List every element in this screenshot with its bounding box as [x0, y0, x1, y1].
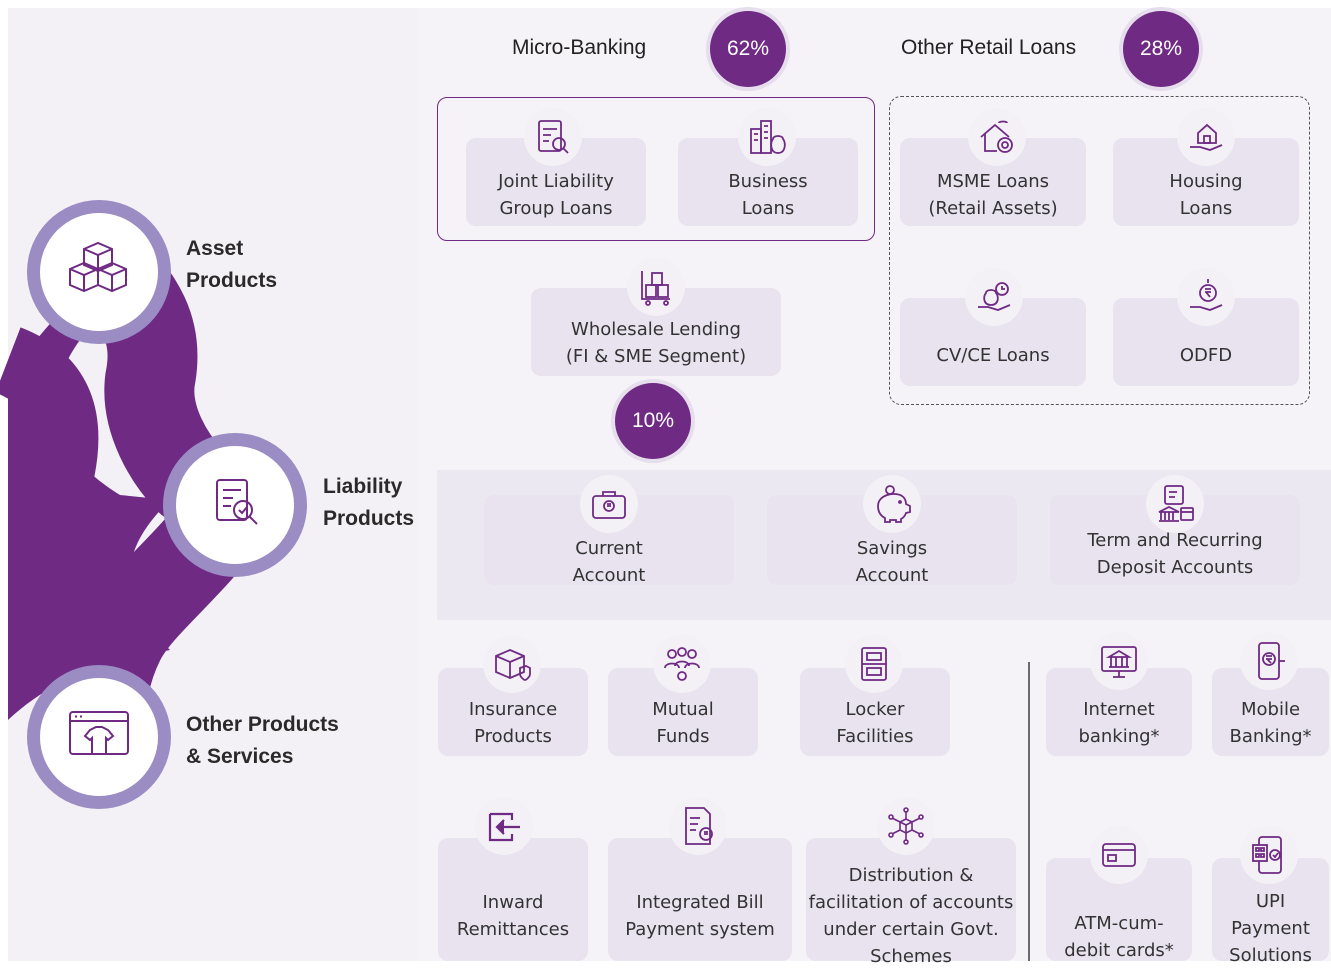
buildings-money-bag-icon: [738, 108, 796, 166]
card-cv-ce-loans: CV/CE Loans: [900, 298, 1086, 386]
bill-rupee-icon: [669, 797, 727, 855]
piggy-bank-icon: [863, 475, 921, 533]
vertical-divider: [1028, 662, 1030, 961]
micro-banking-title: Micro-Banking: [512, 36, 647, 59]
category-liability-label: Liability Products: [323, 471, 414, 535]
card-icon: [1090, 826, 1148, 884]
category-asset-line2: Products: [186, 269, 278, 292]
other-circle: [40, 678, 158, 796]
other-retail-percent-badge: 28%: [1123, 11, 1199, 87]
briefcase-rupee-icon: [580, 475, 638, 533]
category-liability-line2: Products: [323, 507, 415, 530]
document-search-icon: [524, 108, 582, 166]
category-other-line2: & Services: [186, 745, 294, 768]
network-cube-icon: [877, 797, 935, 855]
trolley-boxes-icon: [627, 258, 685, 316]
phone-qr-icon: [1240, 826, 1298, 884]
category-asset-line1: Asset: [186, 237, 244, 260]
category-liability-line1: Liability: [323, 475, 403, 498]
box-shield-icon: [483, 635, 541, 693]
hand-rupee-coin-icon: [1177, 268, 1235, 326]
house-coin-icon: [968, 108, 1026, 166]
card-wholesale-lending: Wholesale Lending(FI & SME Segment): [531, 288, 781, 376]
category-other-label: Other Products & Services: [186, 709, 339, 773]
other-retail-group-border: [889, 96, 1310, 405]
wholesale-percent-badge: 10%: [615, 383, 691, 459]
people-group-icon: [653, 635, 711, 693]
card-msme-loans: MSME Loans(Retail Assets): [900, 138, 1086, 226]
arrow-in-icon: [475, 797, 533, 855]
card-label: Wholesale Lending(FI & SME Segment): [565, 319, 747, 367]
card-label: MSME Loans(Retail Assets): [928, 171, 1058, 219]
card-label: CV/CE Loans: [936, 345, 1050, 366]
micro-banking-group-border: [437, 97, 875, 241]
shirt-window-icon: [69, 711, 129, 755]
card-label: ATM-cum-debit cards*: [1064, 913, 1174, 961]
locker-icon: [845, 635, 903, 693]
boxes-icon: [69, 241, 127, 293]
monitor-bank-icon: [1090, 632, 1148, 690]
bank-calendar-icon: [1146, 475, 1204, 533]
hand-house-icon: [1177, 108, 1235, 166]
hand-money-bag-icon: [965, 268, 1023, 326]
category-other-line1: Other Products: [186, 713, 339, 736]
document-search-icon: [216, 479, 258, 525]
card-label: ODFD: [1179, 345, 1233, 366]
category-spine: [0, 200, 307, 809]
other-retail-loans-title: Other Retail Loans: [901, 36, 1077, 59]
mobile-rupee-icon: [1240, 632, 1298, 690]
category-asset-label: Asset Products: [186, 233, 277, 297]
micro-banking-percent-badge: 62%: [710, 11, 786, 87]
